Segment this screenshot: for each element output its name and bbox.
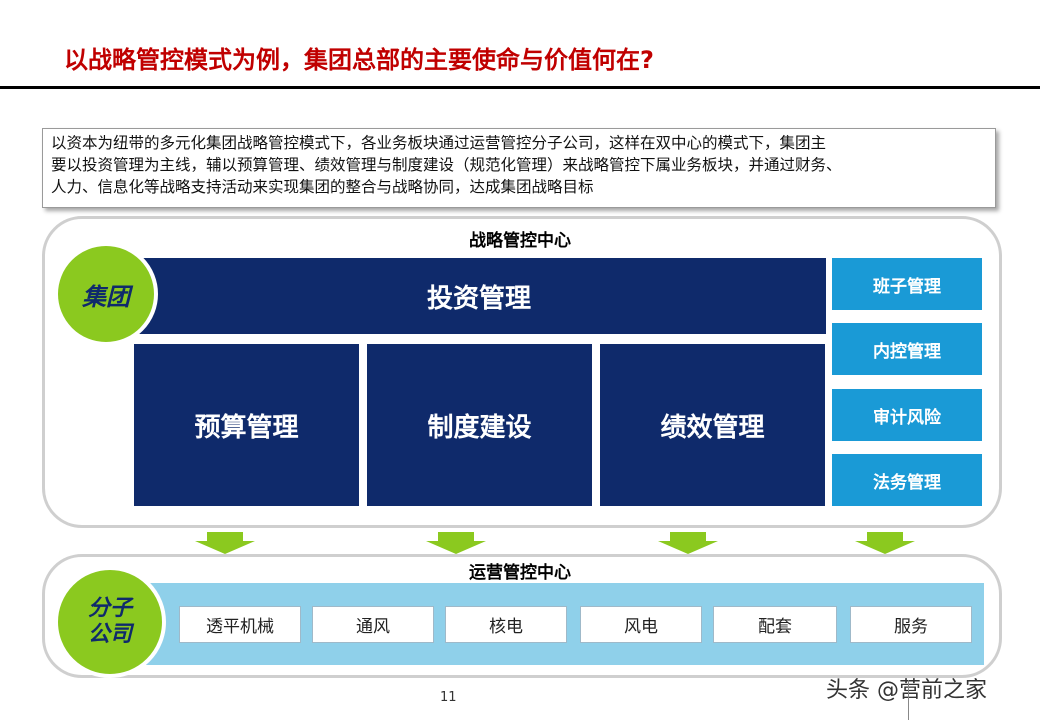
operational-center-label: 运营管控中心 <box>469 563 571 583</box>
down-arrow-icon <box>195 532 255 554</box>
performance-management-box: 绩效管理 <box>600 344 825 506</box>
title-divider <box>0 86 1040 89</box>
unit-wind-power: 风电 <box>580 606 702 643</box>
description-line: 以资本为纽带的多元化集团战略管控模式下，各业务板块通过运营管控分子公司，这样在双… <box>51 134 827 152</box>
unit-turbomachinery: 透平机械 <box>179 606 301 643</box>
subsidiary-circle-line: 分子 <box>87 596 132 621</box>
side-box-audit-risk: 审计风险 <box>832 389 982 441</box>
description-box: 以资本为纽带的多元化集团战略管控模式下，各业务板块通过运营管控分子公司，这样在双… <box>42 128 996 208</box>
down-arrow-icon <box>658 532 718 554</box>
description-line: 人力、信息化等战略支持活动来实现集团的整合与战略协同，达成集团战略目标 <box>51 178 594 196</box>
side-box-legal: 法务管理 <box>832 454 982 506</box>
strategic-center-label: 战略管控中心 <box>469 231 571 251</box>
system-construction-box: 制度建设 <box>367 344 592 506</box>
subsidiary-circle: 分子 公司 <box>54 566 166 678</box>
side-box-leadership: 班子管理 <box>832 258 982 310</box>
budget-management-box: 预算管理 <box>134 344 359 506</box>
down-arrow-icon <box>855 532 915 554</box>
page-title: 以战略管控模式为例，集团总部的主要使命与价值何在? <box>64 46 654 74</box>
unit-ventilation: 通风 <box>312 606 434 643</box>
watermark: 头条 @营前之家 <box>826 678 987 703</box>
divider <box>908 680 909 720</box>
unit-service: 服务 <box>850 606 972 643</box>
subsidiary-circle-line: 公司 <box>87 622 132 647</box>
page-number: 11 <box>440 690 457 705</box>
unit-nuclear: 核电 <box>445 606 567 643</box>
unit-supporting: 配套 <box>713 606 837 643</box>
investment-management-box: 投资管理 <box>132 258 826 334</box>
side-box-internal-control: 内控管理 <box>832 323 982 375</box>
down-arrow-icon <box>426 532 486 554</box>
description-line: 要以投资管理为主线，辅以预算管理、绩效管理与制度建设（规范化管理）来战略管控下属… <box>51 156 842 174</box>
group-circle: 集团 <box>54 242 158 346</box>
